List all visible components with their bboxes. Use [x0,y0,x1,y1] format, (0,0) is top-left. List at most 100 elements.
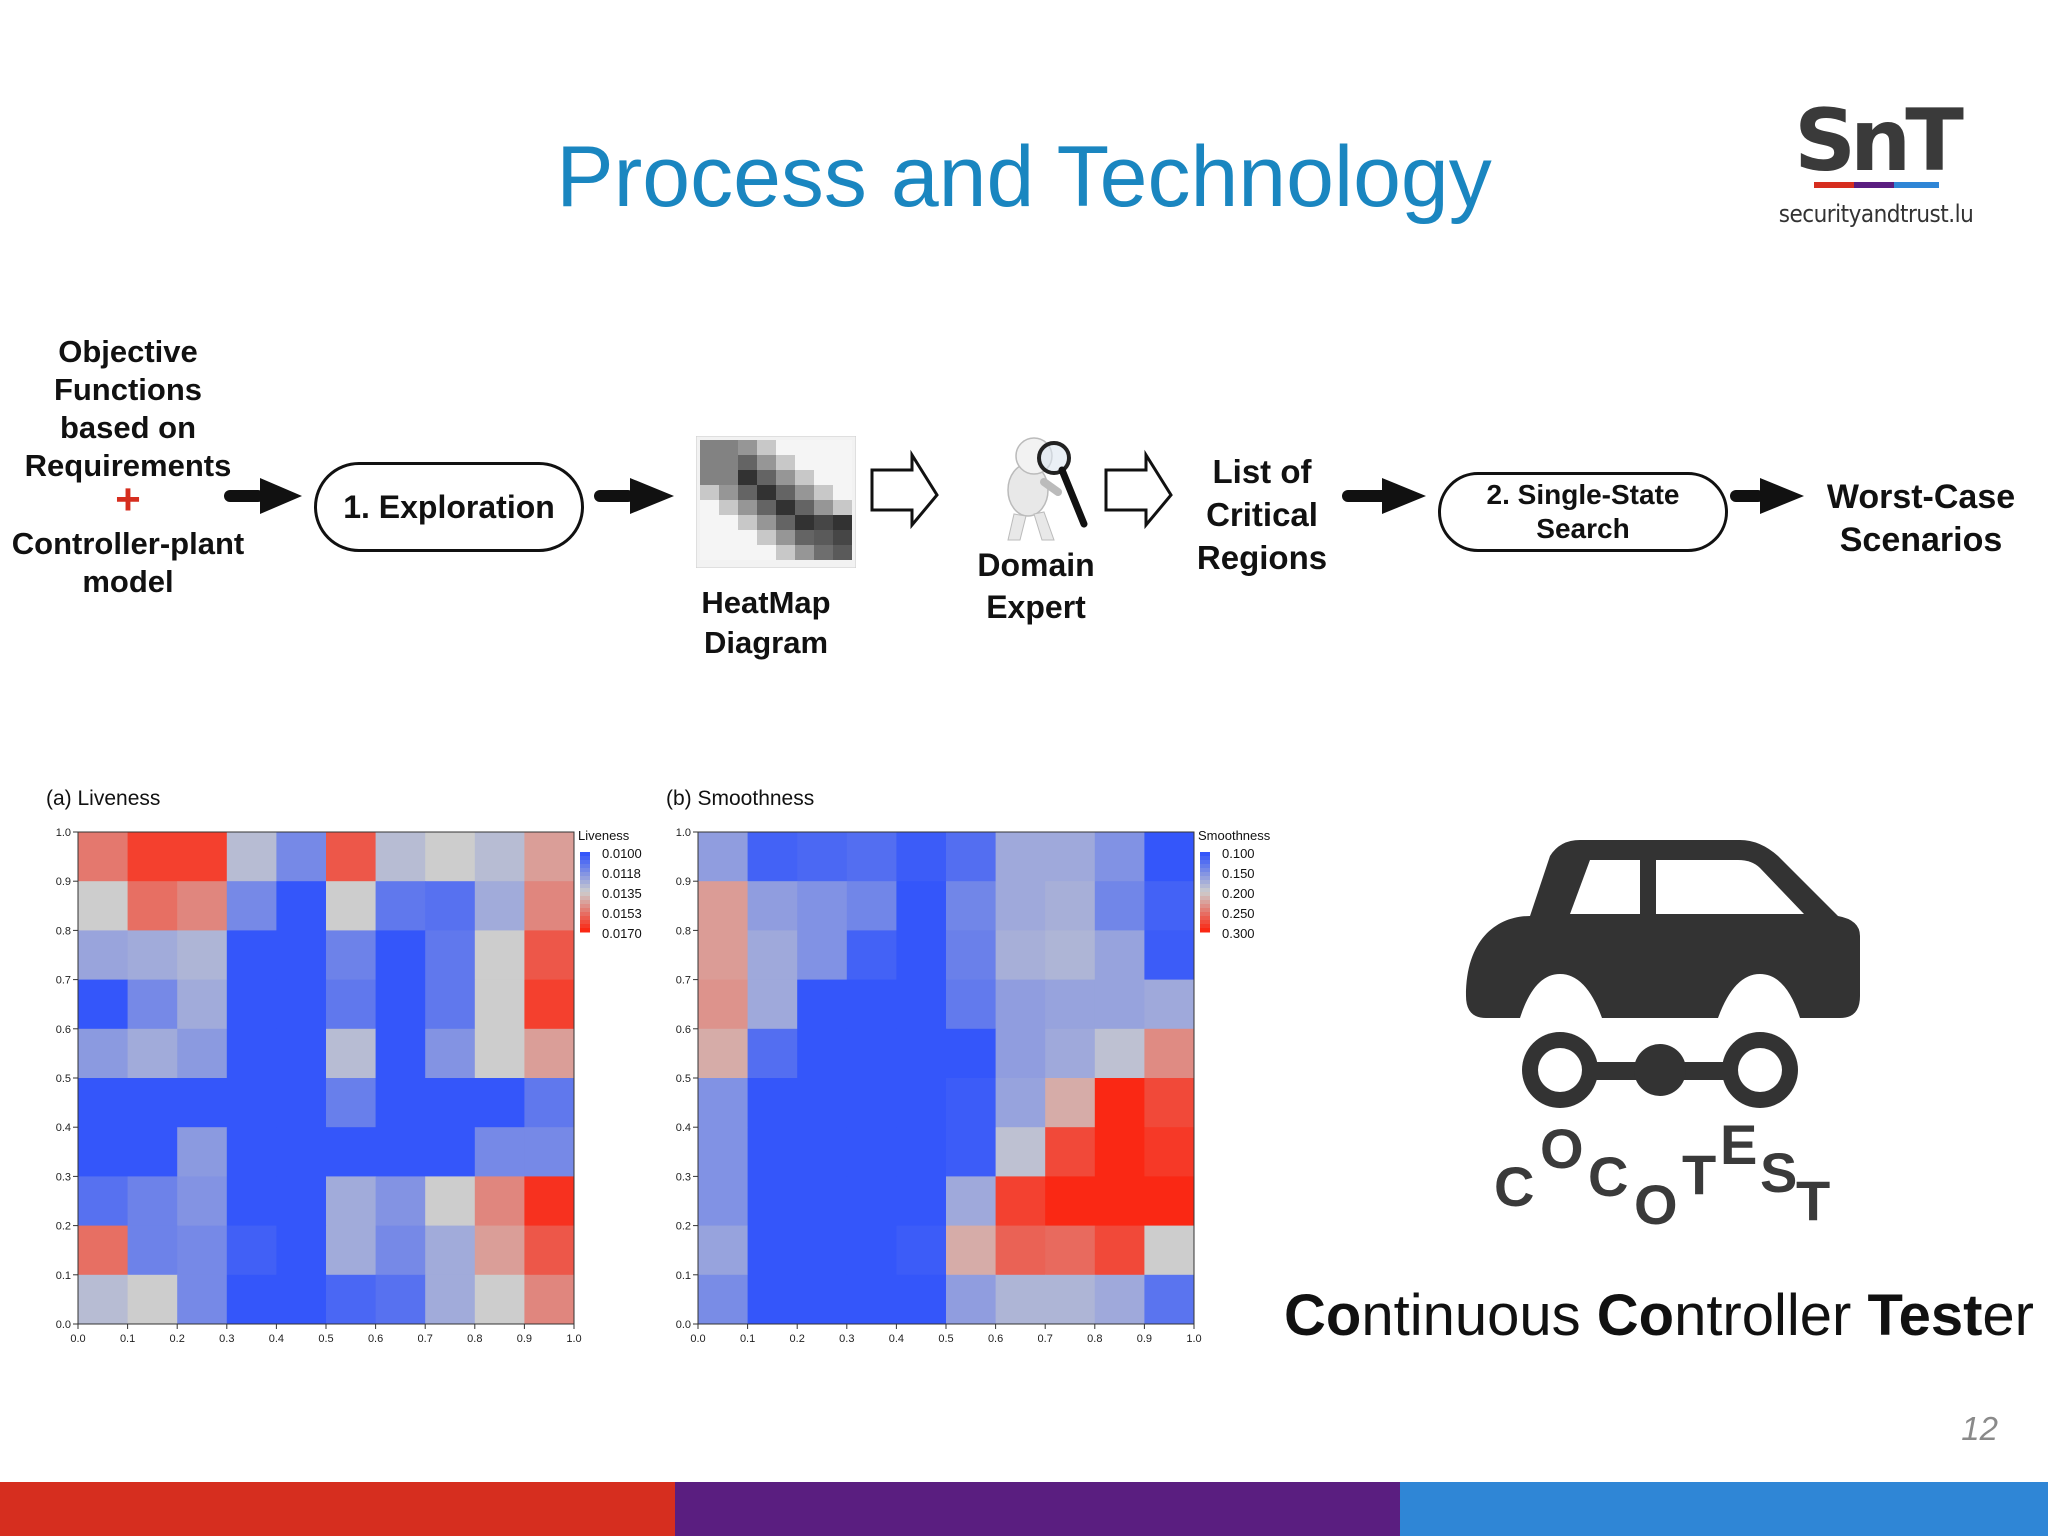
heatmap-cell [846,1225,897,1276]
heatmap-cell [276,881,327,931]
thumbnail-cell [700,545,719,560]
heatmap-cell [474,1028,525,1079]
thumbnail-cell [795,455,814,470]
thumbnail-cell [814,485,833,500]
thumbnail-cell [700,455,719,470]
heatmap-cell [1094,1274,1145,1325]
heatmap-cell [127,1274,178,1325]
heatmap-cell [747,881,798,931]
solid-arrow-3 [1342,478,1426,514]
heatmap-cell [177,832,228,882]
heatmap-cell [747,832,798,882]
heatmap-cell [995,1176,1046,1227]
x-tick-label: 0.2 [170,1333,185,1345]
legend-value: 0.0118 [602,866,641,881]
tester-part: Co [1596,1283,1675,1348]
tester-part: ntinuous [1361,1283,1597,1348]
heatmap-cell [177,1176,228,1227]
heatmap-cell [127,1078,178,1128]
thumbnail-cell [757,530,776,545]
heatmap-cell [896,1028,947,1079]
heatmap-cell [995,832,1046,882]
x-tick-label: 0.9 [517,1333,532,1345]
heatmap-cell [276,1028,327,1079]
legend-swatch [1200,916,1210,921]
heatmap-cell [698,1176,749,1227]
thumbnail-cell [738,500,757,515]
heatmap-cell [1144,1078,1195,1128]
heatmap-cell [698,979,749,1030]
heatmap-cell [177,979,228,1030]
thumbnail-cell [776,470,795,485]
thumbnail-cell [757,545,776,560]
legend-swatch [1200,868,1210,873]
y-tick-label: 0.9 [56,876,71,888]
solid-arrow-2 [594,478,674,514]
heatmap-cell [896,832,947,882]
heatmap-cell [1045,979,1096,1030]
heatmap-cell [524,832,575,882]
coco-letter: T [1796,1169,1831,1232]
heatmap-cell [896,1274,947,1325]
thumbnail-cell [795,500,814,515]
heatmap-cell [1045,1078,1096,1128]
heatmap-cell [1144,979,1195,1030]
thumbnail-cell [719,485,738,500]
heatmap-cell [698,1274,749,1325]
y-tick-label: 0.5 [56,1073,71,1085]
heatmap-cell [1045,1127,1096,1177]
heatmap-cell [1144,1225,1195,1276]
heatmap-cell [896,1176,947,1227]
heatmap-cell [226,1274,277,1325]
heatmap-cell [698,832,749,882]
heatmap-cell [995,1274,1046,1325]
heatmap-cell [1144,881,1195,931]
heatmap-cell [1144,1176,1195,1227]
tester-part: Co [1284,1283,1362,1348]
legend-value: 0.0100 [602,846,642,861]
heatmap-cell [846,979,897,1030]
thumbnail-cell [700,440,719,455]
legend-swatch [1200,924,1210,929]
y-tick-label: 0.1 [56,1270,71,1282]
heatmap-cell [896,881,947,931]
y-tick-label: 0.5 [676,1073,691,1085]
heatmap-cell [896,1225,947,1276]
heatmap-cell [846,1127,897,1177]
heatmap-cell [326,930,377,981]
heatmap-cell [1144,1028,1195,1079]
thumbnail-cell [776,500,795,515]
y-tick-label: 0.7 [676,975,691,987]
thumbnail-cell [738,545,757,560]
legend-value: 0.250 [1222,906,1255,921]
heatmap-cell [326,1127,377,1177]
y-tick-label: 0.0 [56,1319,71,1331]
thumbnail-cell [833,545,852,560]
thumbnail-cell [833,440,852,455]
x-tick-label: 1.0 [566,1333,581,1345]
heatmap-cell [375,979,426,1030]
legend-swatch [580,912,590,917]
thumbnail-cell [757,515,776,530]
heatmap-cell [846,832,897,882]
x-tick-label: 0.5 [318,1333,333,1345]
thumbnail-cell [833,515,852,530]
legend-value: 0.0170 [602,926,642,941]
legend-swatch [1200,920,1210,925]
thumbnail-cell [719,455,738,470]
heatmap-cell [524,1078,575,1128]
heatmap-cell [276,1274,327,1325]
legend-value: 0.200 [1222,886,1255,901]
legend-swatch [580,884,590,889]
heatmap-diagram-label: HeatMap Diagram [701,585,831,660]
legend-swatch [580,856,590,861]
heatmap-cell [797,1078,848,1128]
heatmap-cell [326,1274,377,1325]
legend-swatch [1200,908,1210,913]
heatmap-cell [1144,930,1195,981]
legend-title: Liveness [578,828,630,843]
heatmap-cell [127,1127,178,1177]
thumbnail-cell [757,485,776,500]
y-tick-label: 0.9 [676,876,691,888]
heatmap-cell [797,832,848,882]
